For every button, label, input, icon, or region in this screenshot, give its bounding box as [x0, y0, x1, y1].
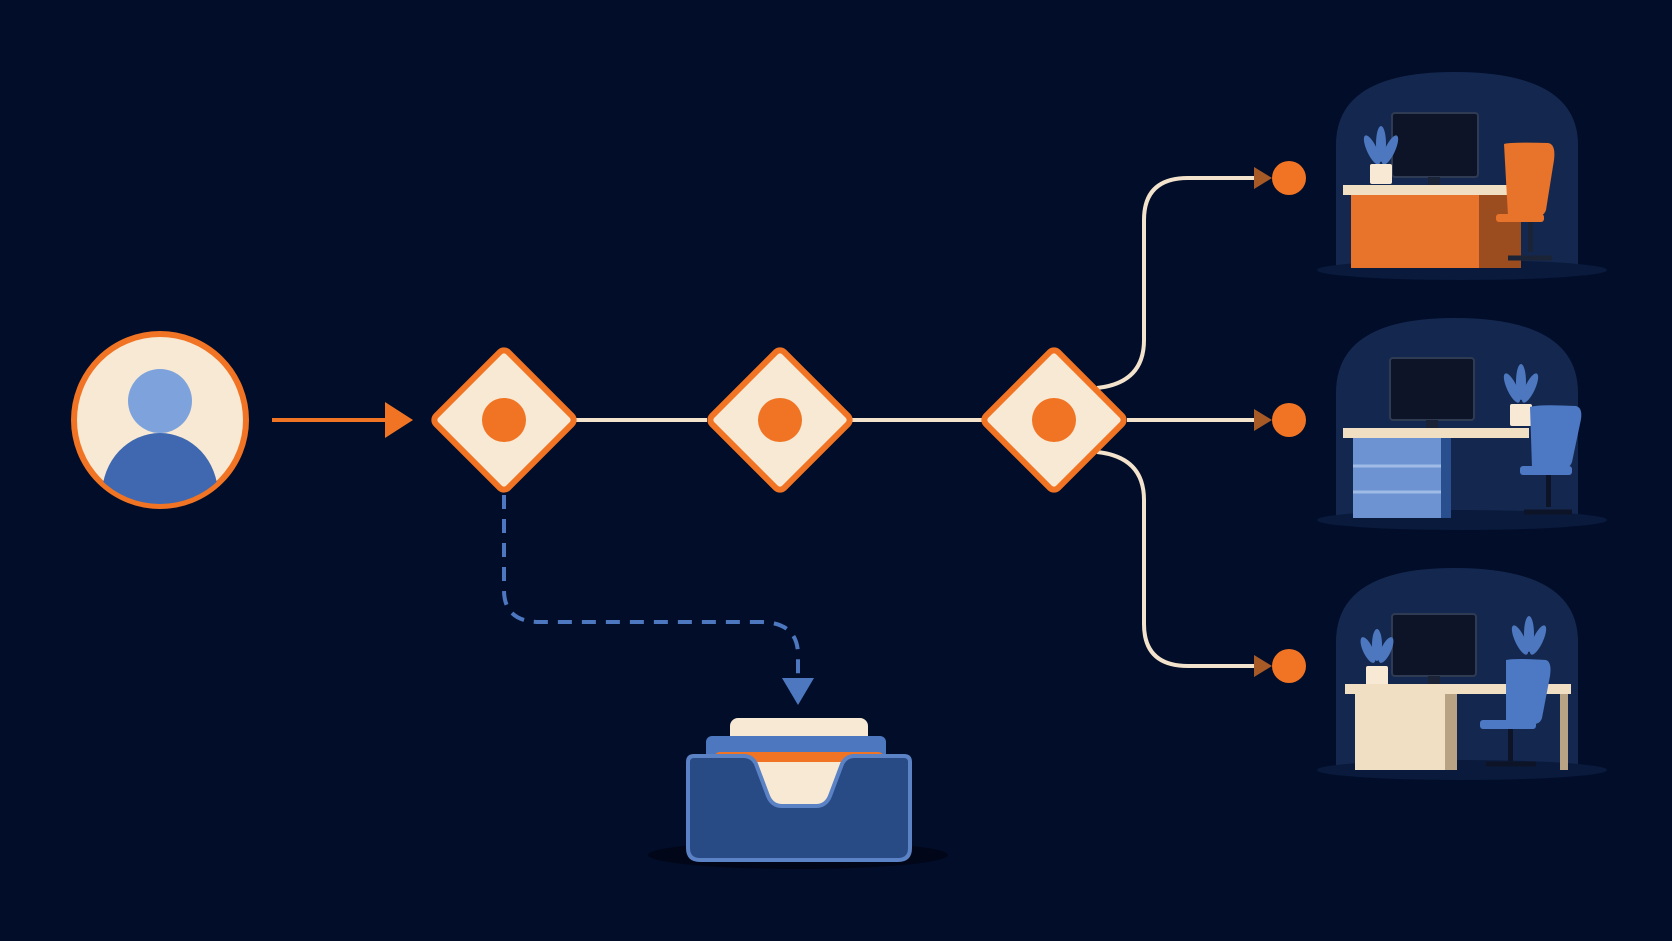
desk-node-cream [1317, 568, 1607, 780]
plant-icon [1360, 629, 1394, 663]
plant-icon [1503, 364, 1539, 403]
plant-pot [1366, 666, 1388, 686]
endpoint-dot-icon [1272, 649, 1306, 683]
monitor-icon [1389, 357, 1475, 421]
desk-node-orange [1317, 72, 1607, 280]
desk-front [1351, 195, 1479, 268]
terminal-dots [1272, 161, 1306, 683]
desk-top [1345, 684, 1571, 694]
arrowhead-desk-cream-icon [1254, 655, 1272, 677]
plant-icon [1363, 126, 1399, 165]
diamond-node-icon [431, 347, 577, 493]
monitor-stand [1426, 420, 1438, 430]
connector-step3-to-desk-cream [1096, 450, 1258, 668]
office-chair-icon [1480, 659, 1551, 767]
desk-front [1353, 438, 1441, 518]
plant-icon [1511, 616, 1547, 655]
diamond-node-icon [981, 347, 1127, 493]
arrowhead-step1-icon [385, 402, 413, 438]
office-chair-icon [1520, 405, 1582, 515]
connectors [272, 167, 1272, 705]
endpoint-dot-icon [1272, 161, 1306, 195]
plant-pot [1510, 404, 1532, 426]
connector-step1-to-archive [502, 495, 800, 676]
endpoint-dot-icon [1272, 403, 1306, 437]
diamond-node-icon [707, 347, 853, 493]
monitor-icon [1391, 112, 1479, 178]
plant-pot [1370, 164, 1392, 184]
desk-side [1441, 438, 1451, 518]
user-node [71, 331, 249, 509]
monitor-stand [1428, 676, 1440, 686]
monitor-icon [1391, 613, 1477, 677]
inbox-tray-icon [686, 754, 912, 862]
desk-front [1355, 694, 1445, 770]
desk-top [1343, 185, 1529, 195]
desk-node-blue [1317, 318, 1607, 530]
user-head [128, 369, 192, 433]
archive-node [648, 718, 948, 869]
arrowhead-archive-icon [782, 678, 814, 705]
desk-side [1445, 694, 1457, 770]
arrowhead-desk-blue-icon [1254, 409, 1272, 431]
connector-step3-to-desk-orange [1096, 176, 1258, 390]
user-body [102, 433, 218, 504]
arrowhead-desk-orange-icon [1254, 167, 1272, 189]
decision-nodes [431, 347, 1127, 493]
office-chair-icon [1496, 142, 1555, 261]
desk-top [1343, 428, 1529, 438]
monitor-stand [1428, 177, 1440, 187]
